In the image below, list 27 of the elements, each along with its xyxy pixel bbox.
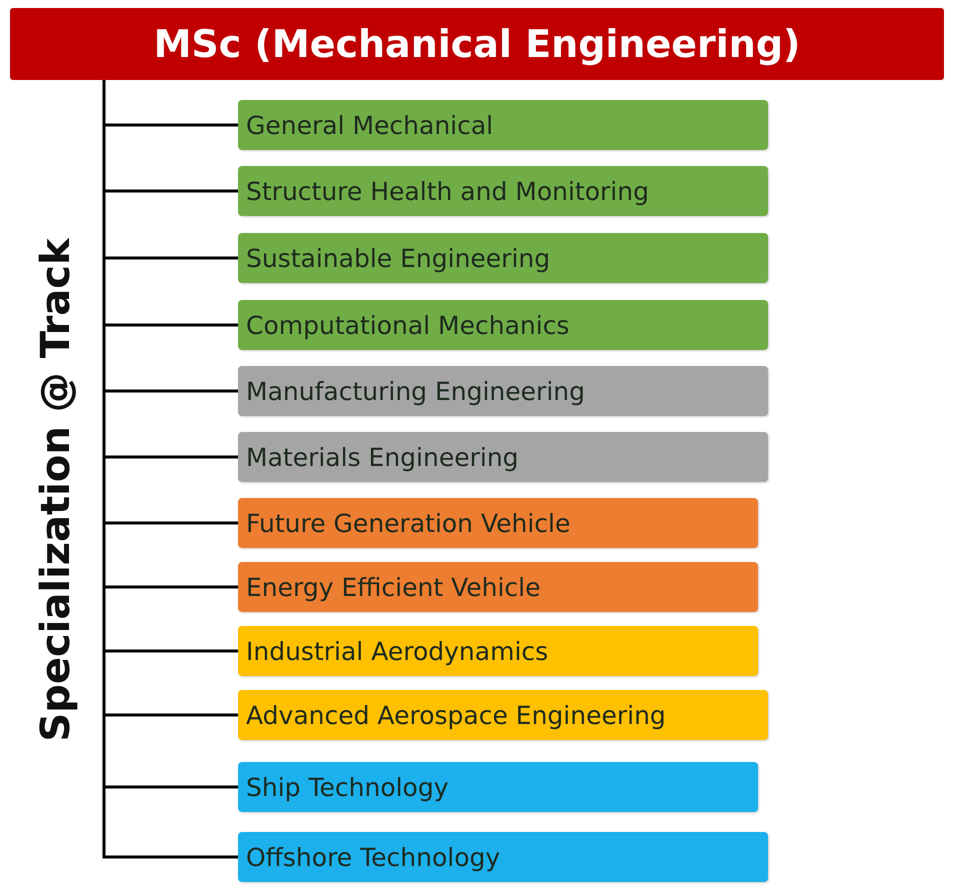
track-name: Materials Engineering [246,442,519,472]
track-box [238,233,768,283]
track-name: Advanced Aerospace Engineering [246,700,666,730]
track-box [238,498,758,548]
track-name: Manufacturing Engineering [246,376,585,406]
track-name: Sustainable Engineering [246,244,550,272]
title-text: MSc (Mechanical Engineering) [154,22,800,66]
title-banner [10,8,944,80]
track-box [238,626,758,676]
track-name: Offshore Technology [246,842,500,872]
track-name: Energy Efficient Vehicle [246,572,541,602]
track-box [238,690,768,740]
track-name: General Mechanical [246,110,494,140]
track-name: Computational Mechanics [246,310,570,340]
track-name: Industrial Aerodynamics [246,636,548,666]
track-box [238,762,758,812]
track-name: Structure Health and Monitoring [246,176,649,206]
track-box [238,432,768,482]
track-box [238,100,768,150]
track-box [238,832,768,882]
track-name: Future Generation Vehicle [246,508,570,538]
track-name: Ship Technology [246,772,449,802]
track-box [238,366,768,416]
side-heading: Specialization @ Track [33,238,79,742]
track-box [238,166,768,216]
track-box [238,300,768,350]
track-box [238,562,758,612]
